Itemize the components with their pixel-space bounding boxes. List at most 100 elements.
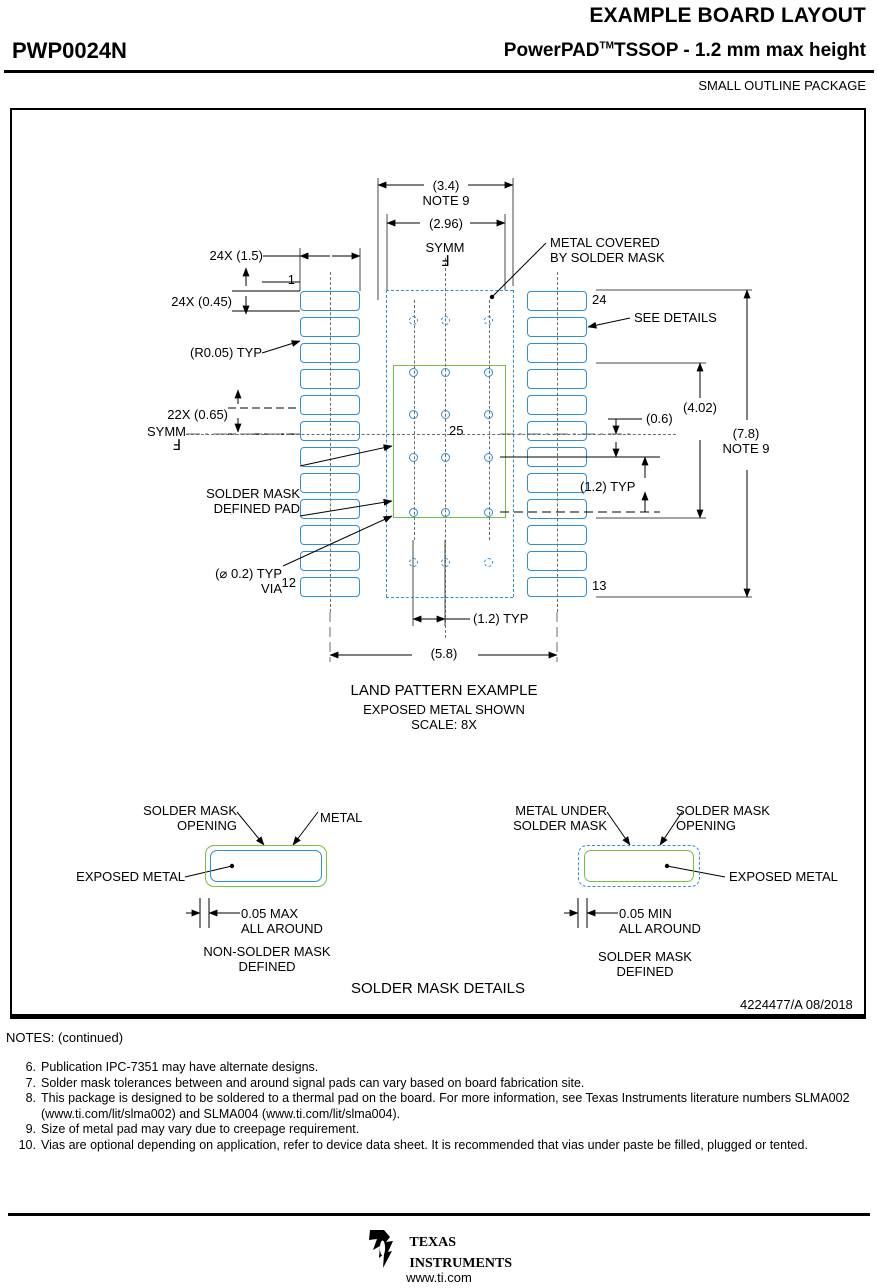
pin-13-label: 13: [592, 578, 607, 593]
ti-logo-instruments: INSTRUMENTS: [409, 1252, 512, 1273]
footer-url: www.ti.com: [406, 1270, 472, 1285]
symm-centerline-vertical: [445, 258, 446, 638]
trademark-icon: TM: [599, 40, 614, 52]
detail-right-tolerance: 0.05 MIN ALL AROUND: [619, 906, 701, 936]
notes-list: 6. Publication IPC-7351 may have alterna…: [10, 1060, 872, 1153]
drawing-frame: [10, 108, 866, 1016]
dim-via-offset: (0.6): [646, 411, 673, 426]
pin-25-label: 25: [449, 423, 464, 438]
symm-label-top: SYMM: [425, 240, 465, 255]
via-ghost: [484, 558, 493, 567]
ti-logo-mark: [366, 1228, 400, 1275]
document-id: 4224477/A 08/2018: [740, 997, 853, 1012]
detail-left-caption-line1: NON-SOLDER MASK: [203, 944, 331, 959]
detail-right-mask-opening-line2: OPENING: [676, 818, 736, 833]
note-item: 10. Vias are optional depending on appli…: [10, 1138, 872, 1154]
symm-symbol-top: Ⅎ: [440, 253, 450, 270]
symm-centerline-horizontal: [186, 434, 676, 435]
thermal-pad-outline: [393, 365, 506, 518]
dim-pad-length: 24X (1.5): [209, 248, 263, 263]
ti-logo-texas: TEXAS: [409, 1231, 512, 1252]
dim-thermal-height: (4.02): [683, 400, 717, 415]
dim-overall-height: (7.8) NOTE 9: [706, 426, 786, 456]
dim-via-pitch-horizontal: (1.2) TYP: [473, 611, 529, 626]
detail-right-mask-opening-label: SOLDER MASK OPENING: [676, 803, 770, 833]
callout-smd-line2: DEFINED PAD: [213, 501, 300, 516]
detail-right-tolerance-scope: ALL AROUND: [619, 921, 701, 936]
note-text: Vias are optional depending on applicati…: [41, 1137, 808, 1152]
header-divider: [4, 70, 874, 73]
detail-right-metal-under-line2: SOLDER MASK: [513, 818, 607, 833]
note-number: 7.: [25, 1075, 36, 1090]
dim-overall-height-value: (7.8): [732, 426, 760, 441]
mask-boundary-bottom: [386, 597, 513, 598]
ti-logo-instruments-rest: NSTRUMENTS: [414, 1255, 513, 1271]
note-text: Size of metal pad may vary due to creepa…: [41, 1122, 360, 1136]
detail-right-mask-opening-line1: SOLDER MASK: [676, 803, 770, 818]
note-number: 8.: [25, 1091, 36, 1105]
dim-overall-width: (3.4) NOTE 9: [396, 178, 496, 208]
dim-via-pitch-vertical: (1.2) TYP: [580, 479, 636, 494]
dim-mask-width: (2.96): [429, 216, 463, 231]
frame-bottom-rule: [10, 1016, 866, 1019]
dim-overall-width-note: NOTE 9: [422, 193, 470, 208]
note-item: 8. This package is designed to be solder…: [10, 1091, 872, 1122]
mask-boundary-left: [386, 290, 387, 597]
ti-flame-icon: [368, 1230, 393, 1268]
detail-left-metal-shape: [210, 850, 322, 882]
detail-right-exposed-metal-label: EXPOSED METAL: [729, 869, 838, 884]
package-descriptor: TSSOP - 1.2 mm max height: [613, 40, 866, 61]
solder-mask-details-title: SOLDER MASK DETAILS: [351, 980, 525, 997]
package-subtitle: SMALL OUTLINE PACKAGE: [698, 78, 866, 93]
via-ghost: [409, 558, 418, 567]
ti-logo-texas-rest: EXAS: [418, 1234, 457, 1250]
pin-12-label: 12: [281, 575, 296, 590]
pin-24-label: 24: [592, 292, 607, 307]
detail-left-metal-label: METAL: [320, 810, 363, 825]
dim-via-diameter: (⌀ 0.2) TYP VIA: [110, 566, 282, 596]
detail-left-tolerance: 0.05 MAX ALL AROUND: [241, 906, 323, 936]
detail-right-metal-under-label: METAL UNDER SOLDER MASK: [450, 803, 607, 833]
note-item: 6. Publication IPC-7351 may have alterna…: [10, 1060, 872, 1076]
detail-right-caption-line1: SOLDER MASK: [598, 949, 692, 964]
detail-right-mask-opening-shape: [584, 850, 694, 882]
symm-symbol-left: Ⅎ: [172, 437, 181, 454]
dim-overall-height-note: NOTE 9: [722, 441, 770, 456]
callout-metal-covered-line1: METAL COVERED: [550, 235, 660, 250]
note-number: 6.: [25, 1060, 36, 1074]
detail-left-mask-opening-line1: SOLDER MASK: [143, 803, 237, 818]
detail-right-metal-under-line1: METAL UNDER: [515, 803, 607, 818]
pad-centerline-left: [330, 272, 331, 612]
detail-left-caption: NON-SOLDER MASK DEFINED: [155, 944, 379, 974]
detail-left-caption-line2: DEFINED: [238, 959, 296, 974]
dim-via-diameter-value: (⌀ 0.2) TYP: [215, 566, 282, 581]
land-pattern-caption: LAND PATTERN EXAMPLE: [350, 682, 538, 699]
ti-logo-texas-cap: T: [409, 1234, 419, 1250]
pad-centerline-right: [557, 272, 558, 612]
dim-overall-span: (5.8): [430, 646, 458, 661]
detail-left-tolerance-scope: ALL AROUND: [241, 921, 323, 936]
dim-pad-width: 24X (0.45): [171, 294, 232, 309]
dim-corner-radius: (R0.05) TYP: [189, 345, 262, 360]
mask-boundary-top: [386, 290, 513, 291]
package-family: PowerPAD: [503, 40, 600, 61]
note-item: 7. Solder mask tolerances between and ar…: [10, 1076, 872, 1092]
detail-left-tolerance-value: 0.05 MAX: [241, 906, 299, 921]
detail-right-metal-under-shape: [578, 845, 700, 887]
detail-left-mask-opening-line2: OPENING: [177, 818, 237, 833]
detail-left-mask-opening-shape: [205, 845, 327, 887]
detail-right-caption: SOLDER MASK DEFINED: [533, 949, 757, 979]
dim-via-label: VIA: [261, 581, 282, 596]
detail-left-exposed-metal-label: EXPOSED METAL: [76, 869, 185, 884]
symm-label-left: SYMM: [147, 424, 186, 439]
footer-divider: [8, 1213, 870, 1216]
callout-see-details: SEE DETAILS: [634, 310, 717, 325]
dim-overall-width-value: (3.4): [432, 178, 460, 193]
detail-right-tolerance-value: 0.05 MIN: [619, 906, 672, 921]
mask-boundary-right: [513, 290, 514, 597]
callout-metal-covered-line2: BY SOLDER MASK: [550, 250, 665, 265]
ti-logo-wordmark: TEXAS INSTRUMENTS: [409, 1231, 512, 1273]
notes-heading: NOTES: (continued): [6, 1030, 124, 1045]
package-title: PowerPADTMTSSOP - 1.2 mm max height: [0, 40, 866, 62]
land-pattern-caption-line2: EXPOSED METAL SHOWN: [363, 702, 525, 717]
